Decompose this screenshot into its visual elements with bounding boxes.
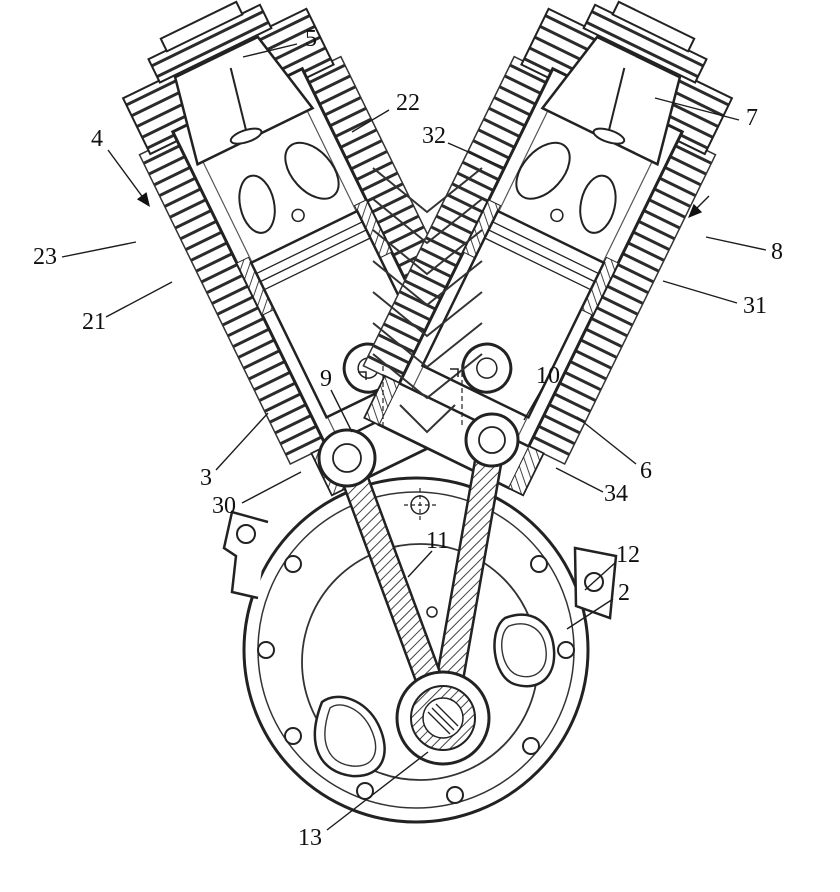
leader-line	[407, 550, 433, 578]
ref-label-5: 5	[305, 26, 317, 52]
centerlines	[358, 364, 463, 522]
ref-label-23: 23	[33, 244, 57, 270]
ref-label-4: 4	[91, 126, 103, 152]
leader-line	[654, 97, 740, 121]
crank-pin	[395, 670, 491, 766]
leader-line	[241, 471, 302, 504]
ref-label-22: 22	[396, 90, 420, 116]
ref-label-8: 8	[771, 239, 783, 265]
ref-label-12: 12	[616, 542, 640, 568]
leader-line	[330, 389, 353, 433]
ref-label-2: 2	[618, 580, 630, 606]
ref-label-10: 10	[536, 363, 560, 389]
leader-line	[523, 386, 544, 421]
ref-label-11: 11	[426, 528, 449, 554]
valley-fins	[372, 167, 483, 434]
leader-line	[576, 416, 637, 465]
leader-line	[61, 241, 137, 258]
connecting-rods	[317, 412, 520, 766]
leader-line	[705, 236, 767, 251]
leader-line	[107, 149, 148, 204]
ref-label-32: 32	[422, 123, 446, 149]
left-connecting-rod	[317, 428, 457, 724]
ref-label-9: 9	[320, 366, 332, 392]
ref-label-3: 3	[200, 465, 212, 491]
ref-label-7: 7	[746, 105, 758, 131]
reference-labels: 5 22 4 32 7 23 8 21 31 9 10 3 6 30 34 11…	[33, 26, 783, 851]
left-mount-lug	[222, 510, 269, 600]
bolt-holes	[257, 555, 575, 804]
leader-line	[242, 43, 298, 58]
leader-line	[351, 109, 390, 133]
ref-label-31: 31	[743, 293, 767, 319]
crankcase-webs	[313, 613, 556, 778]
leader-line	[566, 598, 614, 630]
leader-lines	[61, 43, 767, 831]
leader-line	[662, 280, 738, 304]
ref-label-6: 6	[640, 458, 652, 484]
arrow-icon	[136, 192, 150, 207]
leader-line	[696, 195, 710, 209]
leader-line	[447, 142, 506, 169]
ref-label-34: 34	[604, 481, 628, 507]
ref-label-13: 13	[298, 825, 322, 851]
leader-line	[215, 412, 269, 471]
leader-line	[326, 751, 429, 831]
leader-line	[555, 467, 604, 493]
leader-line	[584, 561, 617, 591]
arrow-icon	[688, 203, 703, 218]
ref-label-30: 30	[212, 493, 236, 519]
ref-label-21: 21	[82, 309, 106, 335]
leader-line	[105, 281, 173, 318]
